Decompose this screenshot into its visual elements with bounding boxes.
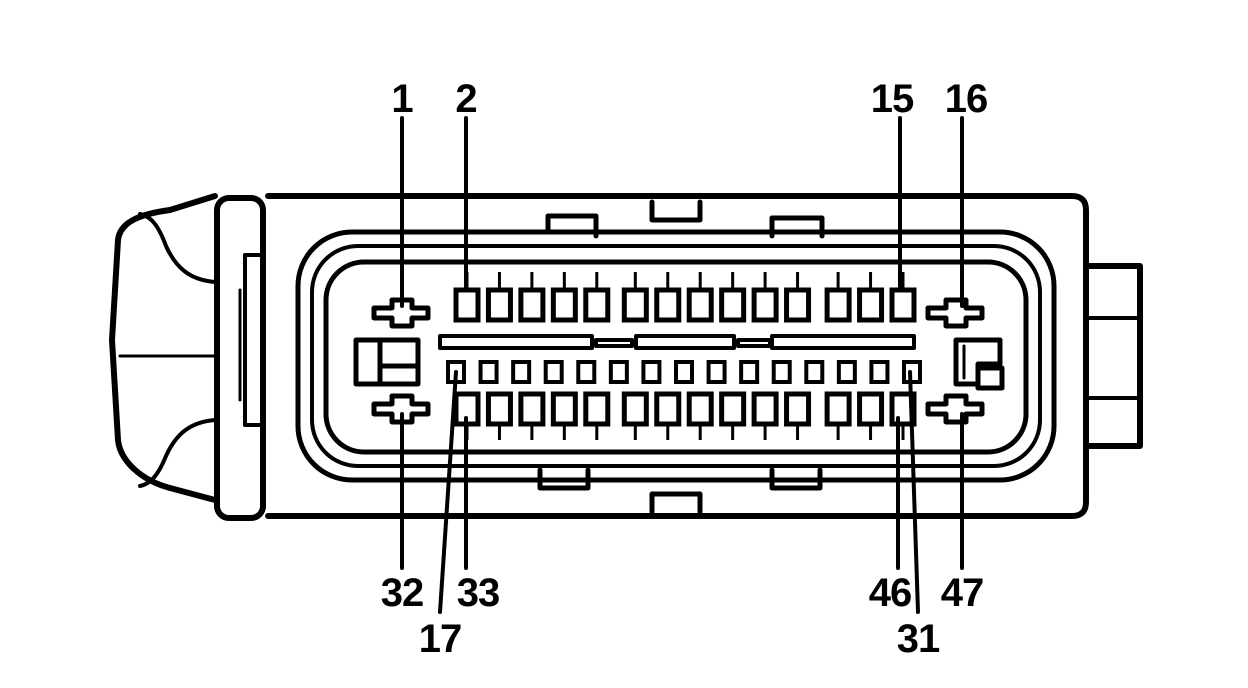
pin-row-middle (446, 360, 922, 384)
pin-cavity-top (583, 287, 611, 323)
pin-row-top (453, 272, 917, 323)
pin-cavity-bottom (654, 391, 682, 427)
pin-cavity-middle (641, 360, 662, 384)
pin-cavity-bottom (751, 391, 779, 427)
pin-cavity-bottom (485, 391, 513, 427)
pin-cavity-top (518, 287, 546, 323)
pin-label-47: 47 (941, 571, 984, 615)
pin-label-46: 46 (869, 571, 912, 615)
pin-label-32: 32 (381, 571, 424, 615)
pin-cavity-middle (674, 360, 694, 384)
pin-cavity-middle (706, 360, 727, 384)
pin-cavity-middle (608, 360, 629, 384)
pin-cavity-top (824, 287, 852, 323)
pin-cavity-middle (511, 360, 532, 384)
pin-cavity-top (453, 287, 481, 323)
pin-cavity-bottom (583, 391, 611, 427)
pin-labels: 1 2 15 16 32 33 46 47 17 31 (381, 77, 989, 661)
pin-cavity-top (784, 287, 812, 323)
pin-cavity-bottom (784, 391, 812, 427)
pin-cavity-middle (739, 360, 760, 384)
release-lever (109, 193, 218, 503)
pin-label-1: 1 (391, 77, 413, 121)
pin-cavity-bottom (686, 391, 714, 427)
callout-lines (400, 116, 964, 614)
pin-cavity-middle (576, 360, 597, 384)
pin-cavity-middle (771, 360, 792, 384)
pin-label-15: 15 (871, 77, 914, 121)
pin-row-bottom (453, 391, 917, 440)
pin-cavity-middle (543, 360, 564, 384)
pin-cavity-bottom (621, 391, 649, 427)
pin-cavity-top (686, 287, 714, 323)
pin-cavity-middle (804, 360, 825, 384)
pin-cavity-top (719, 287, 747, 323)
pin-cavity-top (550, 287, 578, 323)
pin-label-17: 17 (419, 617, 462, 661)
pin-shroud (295, 229, 1057, 483)
lever-plate (214, 195, 266, 521)
pin-cavity-bottom (824, 391, 852, 427)
pin-cavity-bottom (857, 391, 885, 427)
pin-cavity-top (654, 287, 682, 323)
pin-cavity-top (857, 287, 885, 323)
pin-cavity-middle (869, 360, 890, 384)
pin-cavity-bottom (719, 391, 747, 427)
pin-cavity-top (485, 287, 513, 323)
pin-label-2: 2 (455, 77, 476, 121)
pin-cavity-top (889, 287, 917, 323)
coding-key-left (353, 337, 421, 387)
pin-cavity-top (751, 287, 779, 323)
coding-key-right (953, 337, 1005, 391)
pin-cavity-bottom (518, 391, 546, 427)
pin-cavity-middle (478, 360, 499, 384)
pin-label-33: 33 (457, 571, 500, 615)
pin-cavity-top (621, 287, 649, 323)
pin-label-16: 16 (945, 77, 988, 121)
corner-pins (371, 297, 985, 425)
pin-cavity-middle (836, 360, 857, 384)
pin-label-31: 31 (897, 617, 940, 661)
center-divider (438, 334, 916, 350)
pin-cavity-bottom (550, 391, 578, 427)
